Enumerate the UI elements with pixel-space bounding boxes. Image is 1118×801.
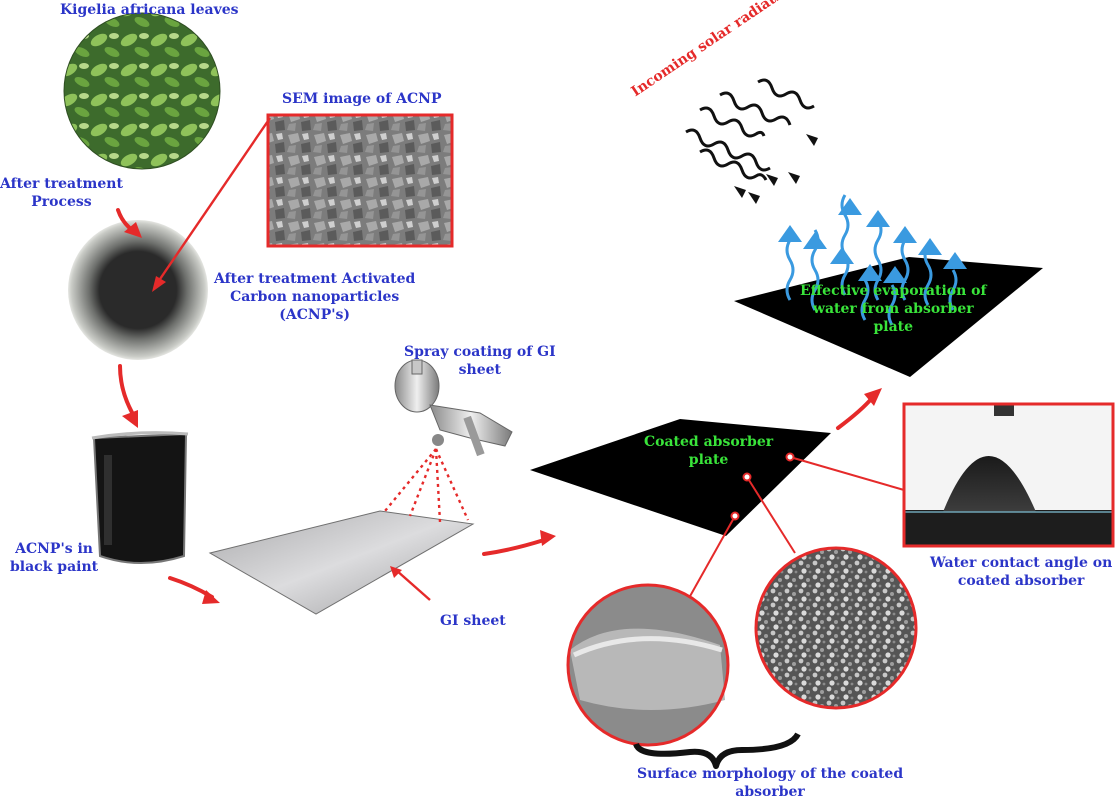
vapor-arrowheads: [778, 198, 967, 283]
gi-sheet-label: GI sheet: [440, 613, 506, 629]
evaporation-label: Effective evaporation of water from abso…: [800, 283, 987, 335]
cross-section-sem-image: [566, 583, 730, 747]
sem-image-label: SEM image of ACNP: [282, 91, 442, 107]
pointer-arrowheads: [152, 276, 402, 578]
beaker-image: [91, 431, 189, 564]
contact-angle-label: Water contact angle on coated absorber: [930, 555, 1113, 589]
kigelia-leaves-image: [63, 12, 221, 170]
coated-plate-label: Coated absorber plate: [644, 434, 774, 468]
solar-radiation-waves: [685, 78, 815, 181]
after-treatment-label: After treatment Process: [0, 176, 123, 210]
gi-sheet-image: [208, 510, 475, 615]
morphology-label: Surface morphology of the coated absorbe…: [637, 766, 904, 800]
spray-gun-image: [394, 359, 513, 457]
spray-lines: [384, 448, 470, 523]
flow-arrows: [116, 208, 874, 599]
solar-arrowheads: [734, 134, 818, 204]
pointer-lines: [688, 456, 905, 599]
morphology-brace: [633, 732, 801, 769]
sem-image-acnp: [266, 113, 454, 248]
pointer-dots: [730, 452, 795, 521]
contact-angle-image: [902, 402, 1115, 548]
kigelia-leaves-label: Kigelia africana leaves: [60, 2, 239, 18]
spray-coating-label: Spray coating of GI sheet: [404, 344, 556, 378]
flow-arrowheads: [122, 222, 882, 604]
coated-absorber-plate: [530, 419, 831, 536]
surface-sem-image: [754, 546, 918, 710]
acnp-bowl-image: [68, 220, 208, 360]
pointer-arrows: [157, 117, 431, 601]
acnp-label: After treatment Activated Carbon nanopar…: [214, 271, 416, 323]
acnp-paint-label: ACNP's in black paint: [10, 541, 99, 575]
